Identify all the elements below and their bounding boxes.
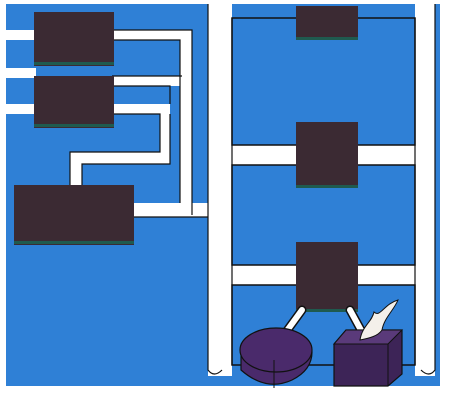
box-3-large <box>14 185 134 245</box>
wire-box2-in-top <box>6 68 36 78</box>
bus-right-vertical <box>415 4 435 376</box>
box-2 <box>34 76 114 128</box>
box-1-edge <box>34 62 114 65</box>
box-4-top <box>296 6 358 40</box>
wire-step <box>70 152 170 164</box>
wire-box2-in-bottom <box>6 104 36 114</box>
box-2-edge <box>34 124 114 127</box>
wire-top-left-in <box>6 30 36 40</box>
box-5-edge <box>296 185 358 188</box>
bus-left-vertical <box>208 4 232 376</box>
wire-vertical-mid <box>180 30 192 215</box>
box-1 <box>34 12 114 66</box>
box-4-edge <box>296 37 358 40</box>
wire-box2-out-top <box>112 76 182 86</box>
box-5-middle <box>296 122 358 188</box>
box-6-lower <box>296 242 358 312</box>
box-3-edge <box>14 241 134 244</box>
